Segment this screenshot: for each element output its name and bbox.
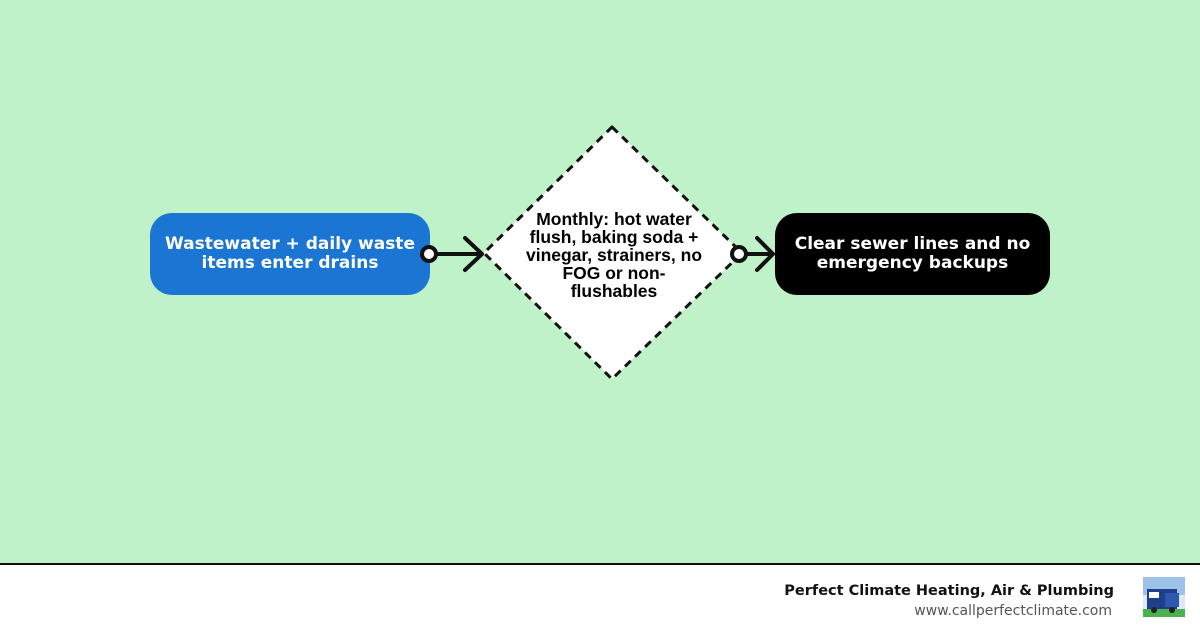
edge-decision-to-end — [730, 236, 775, 272]
end-node-label: Clear sewer lines and no emergency backu… — [794, 234, 1031, 273]
edge-origin-circle — [730, 245, 748, 263]
arrowhead-icon — [755, 236, 775, 272]
start-node-label: Wastewater + daily waste items enter dra… — [165, 234, 415, 273]
flowchart — [150, 125, 1050, 381]
start-node — [150, 213, 430, 295]
company-name: Perfect Climate Heating, Air & Plumbing — [784, 583, 1114, 599]
decision-node — [482, 125, 744, 381]
edge-start-to-decision — [420, 236, 484, 272]
arrowhead-icon — [463, 236, 484, 272]
diagram-canvas: Wastewater + daily waste items enter dra… — [150, 125, 1050, 381]
footer: Perfect Climate Heating, Air & Plumbing … — [0, 563, 1200, 630]
decision-node-label: Monthly: hot water flush, baking soda + … — [525, 209, 703, 301]
company-logo-icon — [1143, 577, 1185, 617]
end-node — [775, 213, 1050, 295]
edge-origin-circle — [420, 245, 438, 263]
company-url[interactable]: www.callperfectclimate.com — [914, 603, 1112, 619]
